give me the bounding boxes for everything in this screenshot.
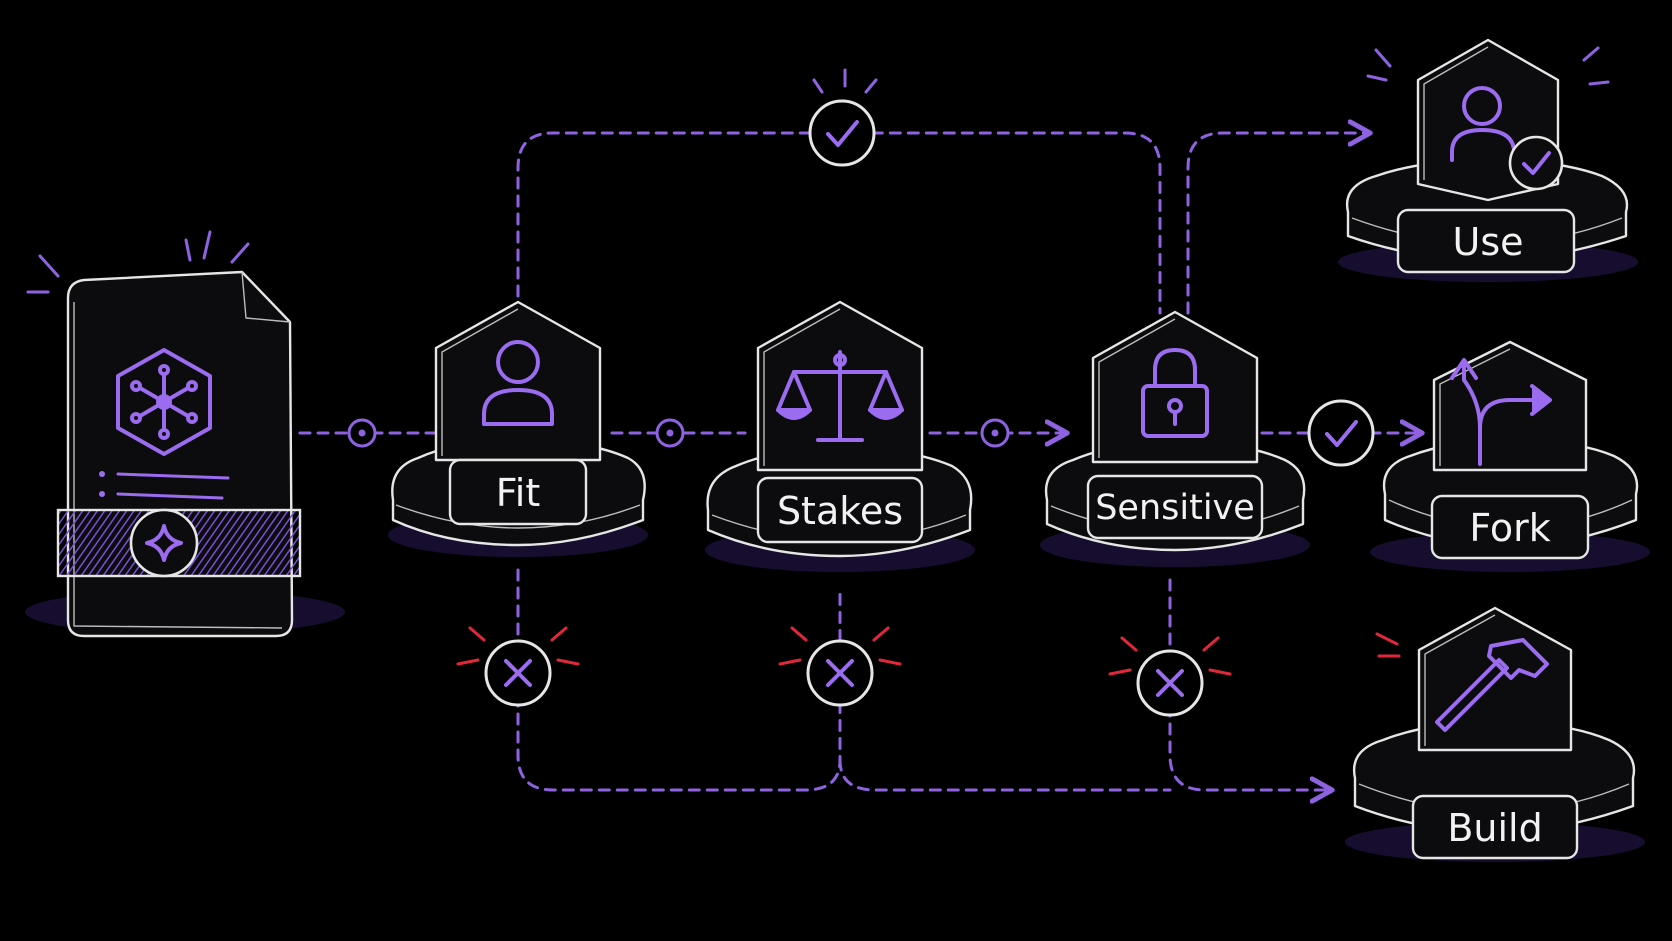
connector-sensitive-reject [1168,578,1330,790]
user-icon [482,340,554,426]
stage-fit[interactable]: Fit [388,300,648,557]
source-document [25,230,345,638]
sparkle-icon [145,524,183,562]
user-check-icon [1450,86,1516,162]
approve-check-top [808,68,878,167]
reject-x-fit [456,626,580,707]
fork-arrows-icon [1450,358,1552,466]
stage-label: Sensitive [1095,488,1255,528]
outcome-label: Build [1447,806,1542,850]
outcome-label: Use [1453,220,1524,264]
connector-fit-reject [516,568,842,792]
stage-stakes[interactable]: Stakes [705,300,975,572]
approve-check-right [1307,399,1375,467]
sparkle-badge [129,508,199,578]
hammer-icon [1435,638,1549,732]
reject-x-stakes [778,626,902,707]
outcome-label: Fork [1469,506,1550,550]
connector-sensitive-to-use [1186,133,1368,315]
connector-stakes-reject [838,758,1172,792]
outcome-use[interactable]: Use [1338,38,1638,282]
stage-sensitive[interactable]: Sensitive [1040,310,1310,567]
outcome-build[interactable]: Build [1345,606,1645,862]
network-hexagon-icon [130,364,198,440]
outcome-fork[interactable]: Fork [1370,340,1650,572]
chain-nodes [347,418,1010,448]
stage-label: Stakes [777,489,903,533]
reject-x-sensitive [1108,636,1232,717]
scales-icon [776,350,904,442]
stage-label: Fit [496,471,541,515]
lock-icon [1141,348,1209,438]
